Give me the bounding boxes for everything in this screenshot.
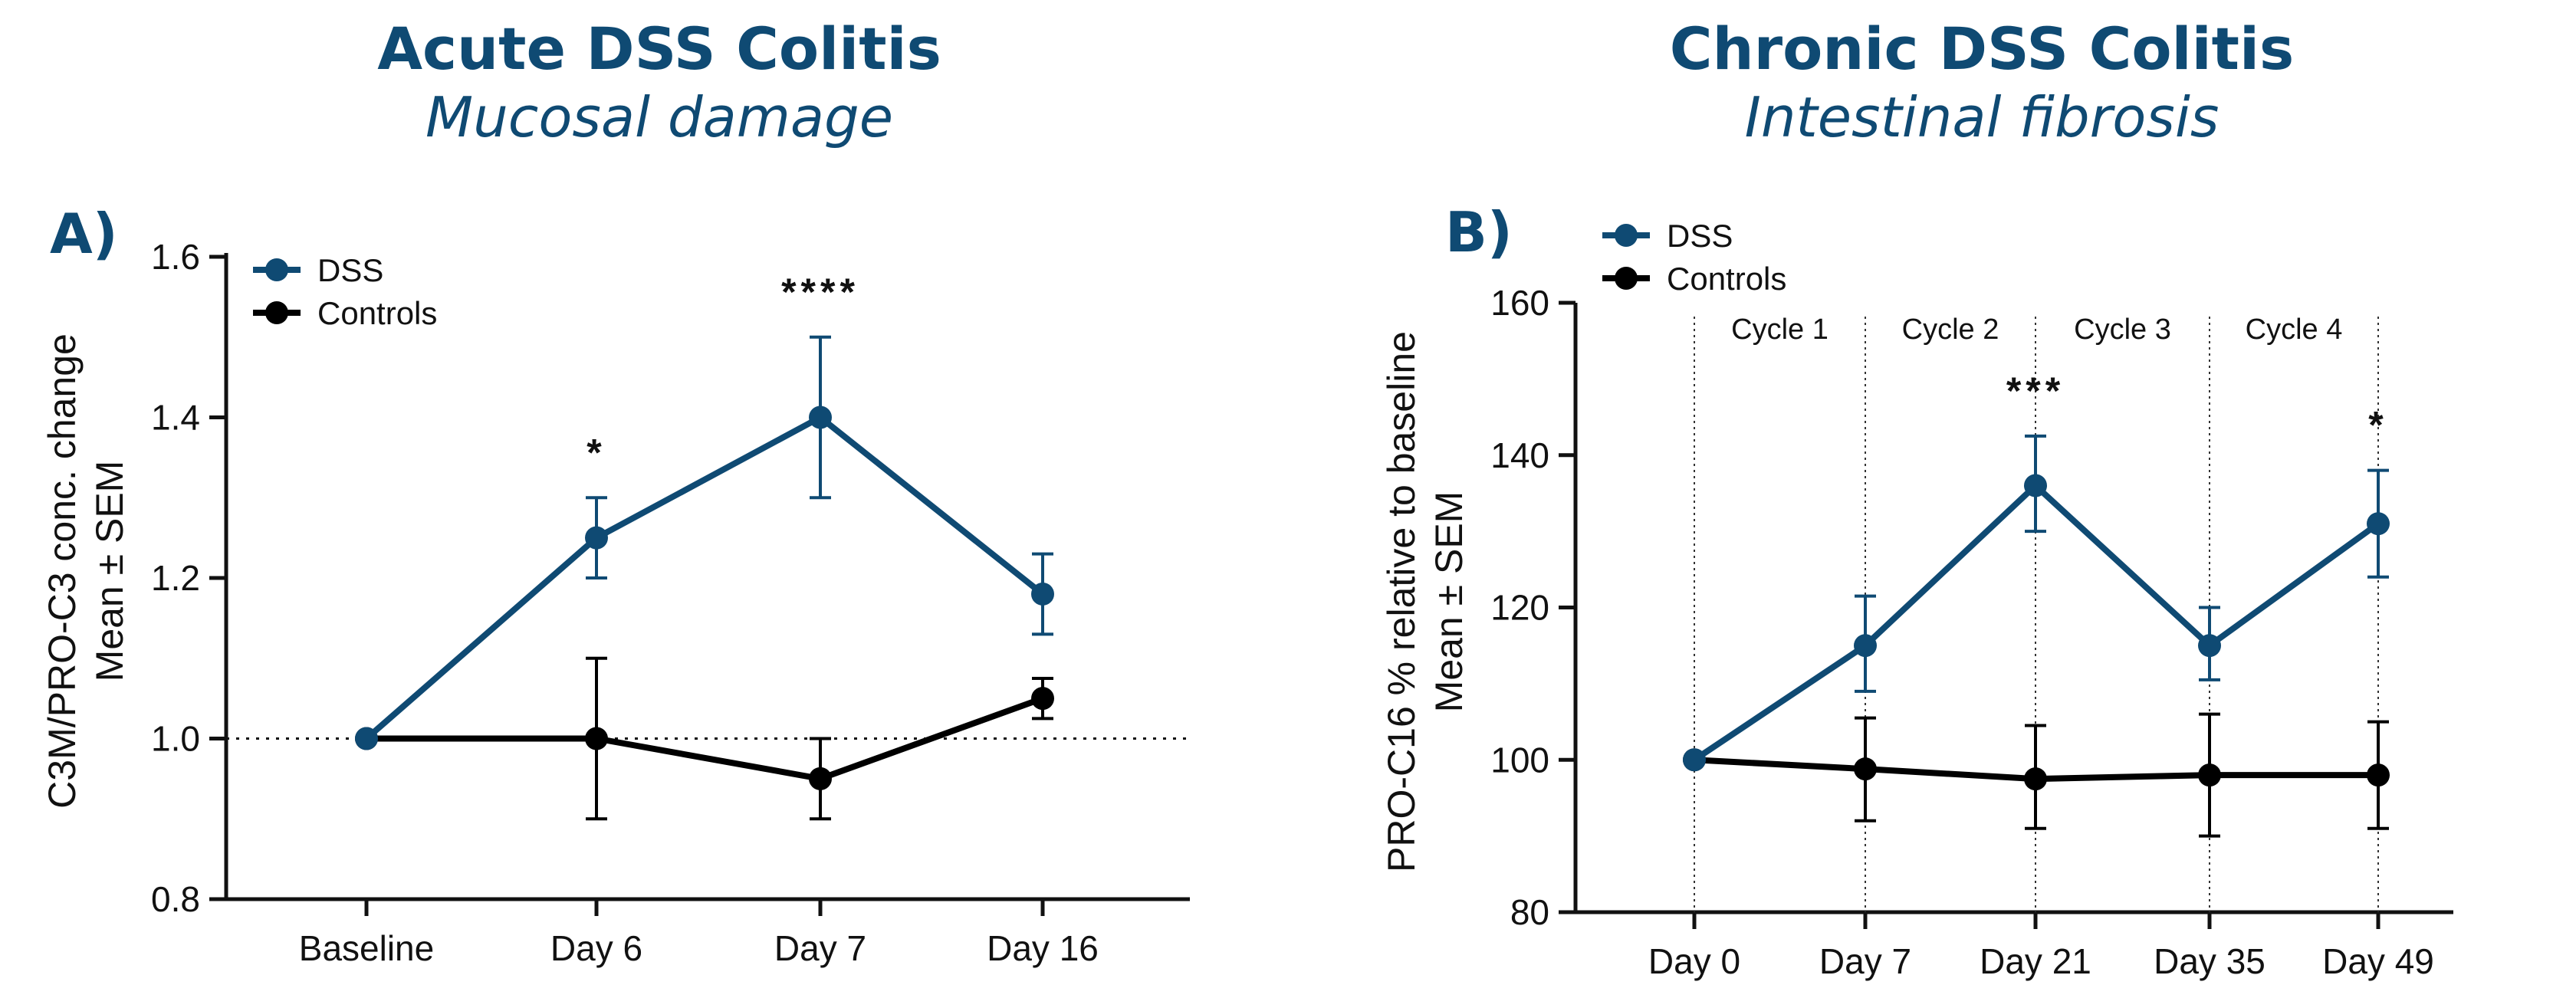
panel-label-b: B) <box>1445 200 1513 264</box>
x-tick-label-b: Day 21 <box>1980 941 2091 981</box>
data-point-controls-b <box>2367 763 2390 787</box>
right-title: Chronic DSS Colitis <box>1670 15 2295 83</box>
significance-marker-b: *** <box>2006 369 2065 412</box>
data-point-dss-a <box>585 526 608 550</box>
legend-marker-b <box>1615 224 1638 247</box>
data-point-controls-b <box>2024 767 2047 791</box>
y-axis-title-a-line1: C3M/PRO-C3 conc. change <box>41 333 84 809</box>
legend-label-b: DSS <box>1667 218 1733 254</box>
data-point-controls-a <box>585 727 608 750</box>
data-point-dss-b <box>2024 474 2047 497</box>
x-tick-label-a: Baseline <box>299 928 434 968</box>
y-tick-label-a: 0.8 <box>151 879 200 919</box>
data-point-controls-b <box>2198 763 2221 787</box>
data-point-dss-b <box>1854 634 1877 658</box>
chart-panel-a: A) C3M/PRO-C3 conc. change Mean ± SEM 0.… <box>41 202 1190 968</box>
series-line-controls-a <box>366 695 1044 782</box>
data-point-dss-b <box>2367 512 2390 536</box>
data-point-dss-b <box>2198 634 2221 658</box>
y-tick-label-b: 100 <box>1490 740 1549 780</box>
cycle-label-b: Cycle 2 <box>1902 314 1999 346</box>
data-point-dss-b <box>1683 748 1706 772</box>
y-axis-title-a-line2: Mean ± SEM <box>88 461 131 682</box>
data-point-controls-a <box>809 767 832 790</box>
cycle-label-b: Cycle 4 <box>2246 314 2343 346</box>
data-point-controls-b <box>1854 757 1877 781</box>
chart-panel-b: B) PRO-C16 % relative to baseline Mean ±… <box>1380 200 2453 981</box>
cycle-label-b: Cycle 1 <box>1731 314 1829 346</box>
y-tick-label-b: 160 <box>1490 283 1549 323</box>
y-axis-title-a: C3M/PRO-C3 conc. change Mean ± SEM <box>41 333 131 809</box>
x-tick-label-a: Day 7 <box>774 928 866 968</box>
y-tick-label-b: 140 <box>1490 435 1549 475</box>
y-tick-label-a: 1.4 <box>151 398 200 438</box>
y-axis-title-b-line1: PRO-C16 % relative to baseline <box>1380 331 1423 872</box>
data-point-controls-a <box>1031 687 1054 711</box>
y-axis-title-b: PRO-C16 % relative to baseline Mean ± SE… <box>1380 331 1470 872</box>
series-line-dss-a <box>364 414 1045 741</box>
y-axis-title-b-line2: Mean ± SEM <box>1428 491 1470 713</box>
y-tick-label-b: 80 <box>1510 892 1549 932</box>
x-tick-label-b: Day 35 <box>2154 941 2266 981</box>
legend-marker-b <box>1615 267 1638 290</box>
right-subtitle: Intestinal fibrosis <box>1745 85 2220 149</box>
significance-marker-b: * <box>2368 404 2387 447</box>
x-tick-label-b: Day 0 <box>1648 941 1740 981</box>
y-tick-label-a: 1.0 <box>151 719 200 759</box>
x-tick-label-a: Day 6 <box>550 928 642 968</box>
data-point-dss-a <box>355 727 378 750</box>
panel-label-a: A) <box>50 202 118 266</box>
significance-marker-a: **** <box>781 271 859 314</box>
legend-marker-a <box>265 258 288 281</box>
legend-label-a: DSS <box>317 252 383 288</box>
y-tick-label-b: 120 <box>1490 588 1549 628</box>
cycle-label-b: Cycle 3 <box>2074 314 2171 346</box>
x-tick-label-b: Day 7 <box>1819 941 1911 981</box>
y-tick-label-a: 1.6 <box>151 237 200 277</box>
significance-marker-a: * <box>586 431 606 474</box>
data-point-dss-a <box>1031 582 1054 606</box>
data-point-dss-a <box>809 405 832 429</box>
legend-marker-a <box>265 301 288 324</box>
y-tick-label-a: 1.2 <box>151 558 200 598</box>
x-tick-label-a: Day 16 <box>987 928 1099 968</box>
left-title: Acute DSS Colitis <box>377 15 941 83</box>
legend-label-b: Controls <box>1667 261 1786 297</box>
left-subtitle: Mucosal damage <box>426 85 893 149</box>
x-tick-label-b: Day 49 <box>2322 941 2434 981</box>
legend-label-a: Controls <box>317 295 437 331</box>
